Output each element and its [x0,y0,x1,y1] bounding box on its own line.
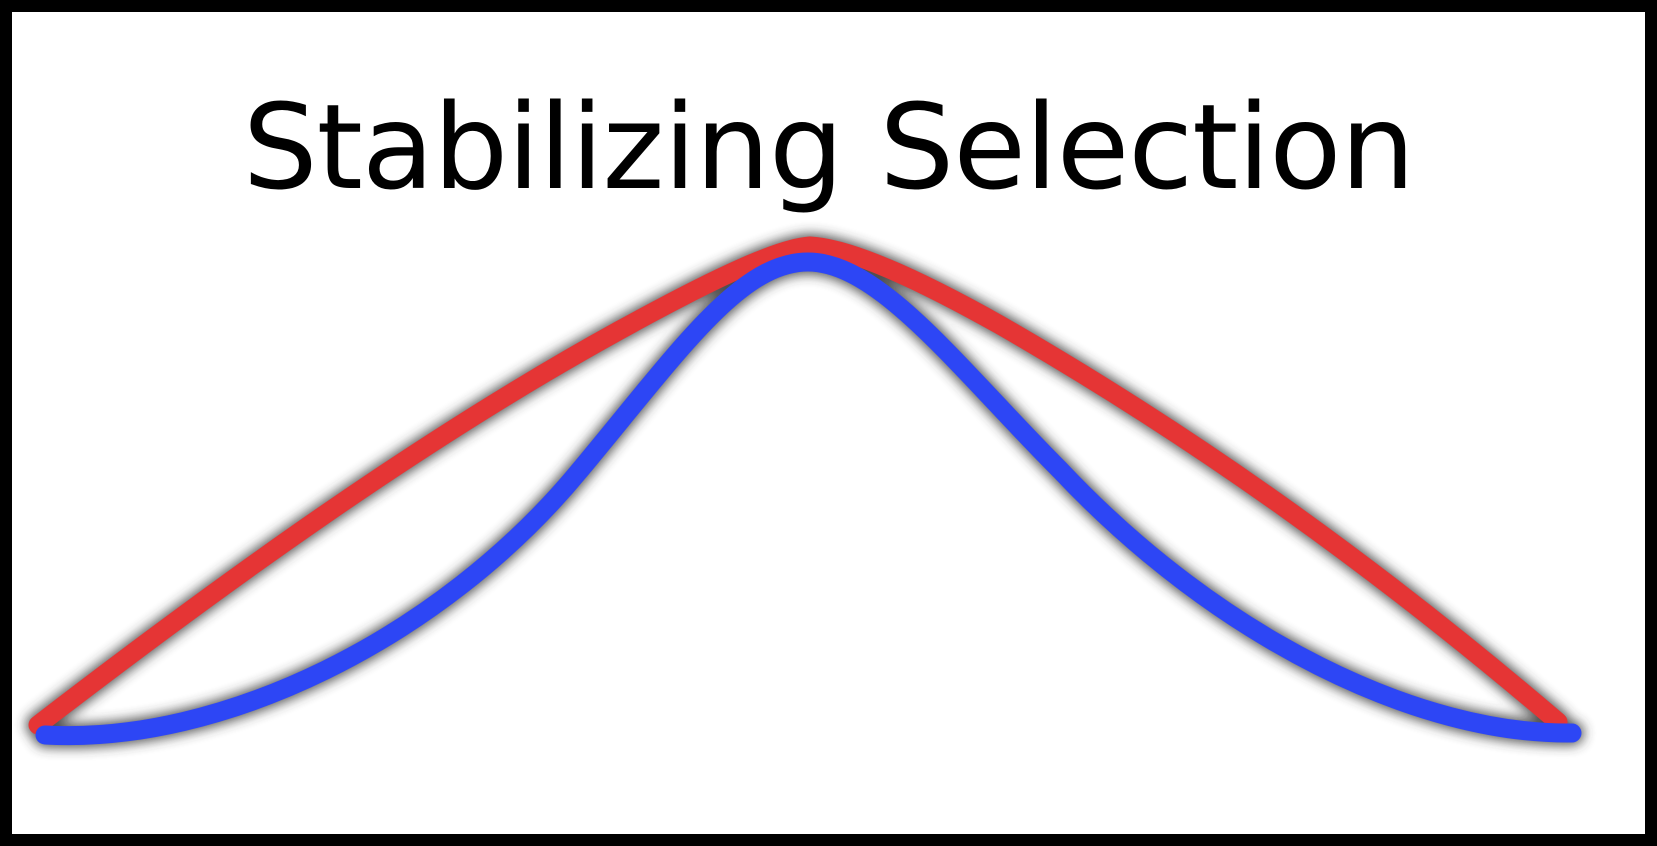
broad-curve-shadow [26,233,1570,737]
narrow-distribution-curve [35,252,1582,746]
narrow-curve-shadow [33,249,1584,748]
diagram-title: Stabilizing Selection [242,78,1415,216]
broad-distribution-curve [28,236,1568,735]
